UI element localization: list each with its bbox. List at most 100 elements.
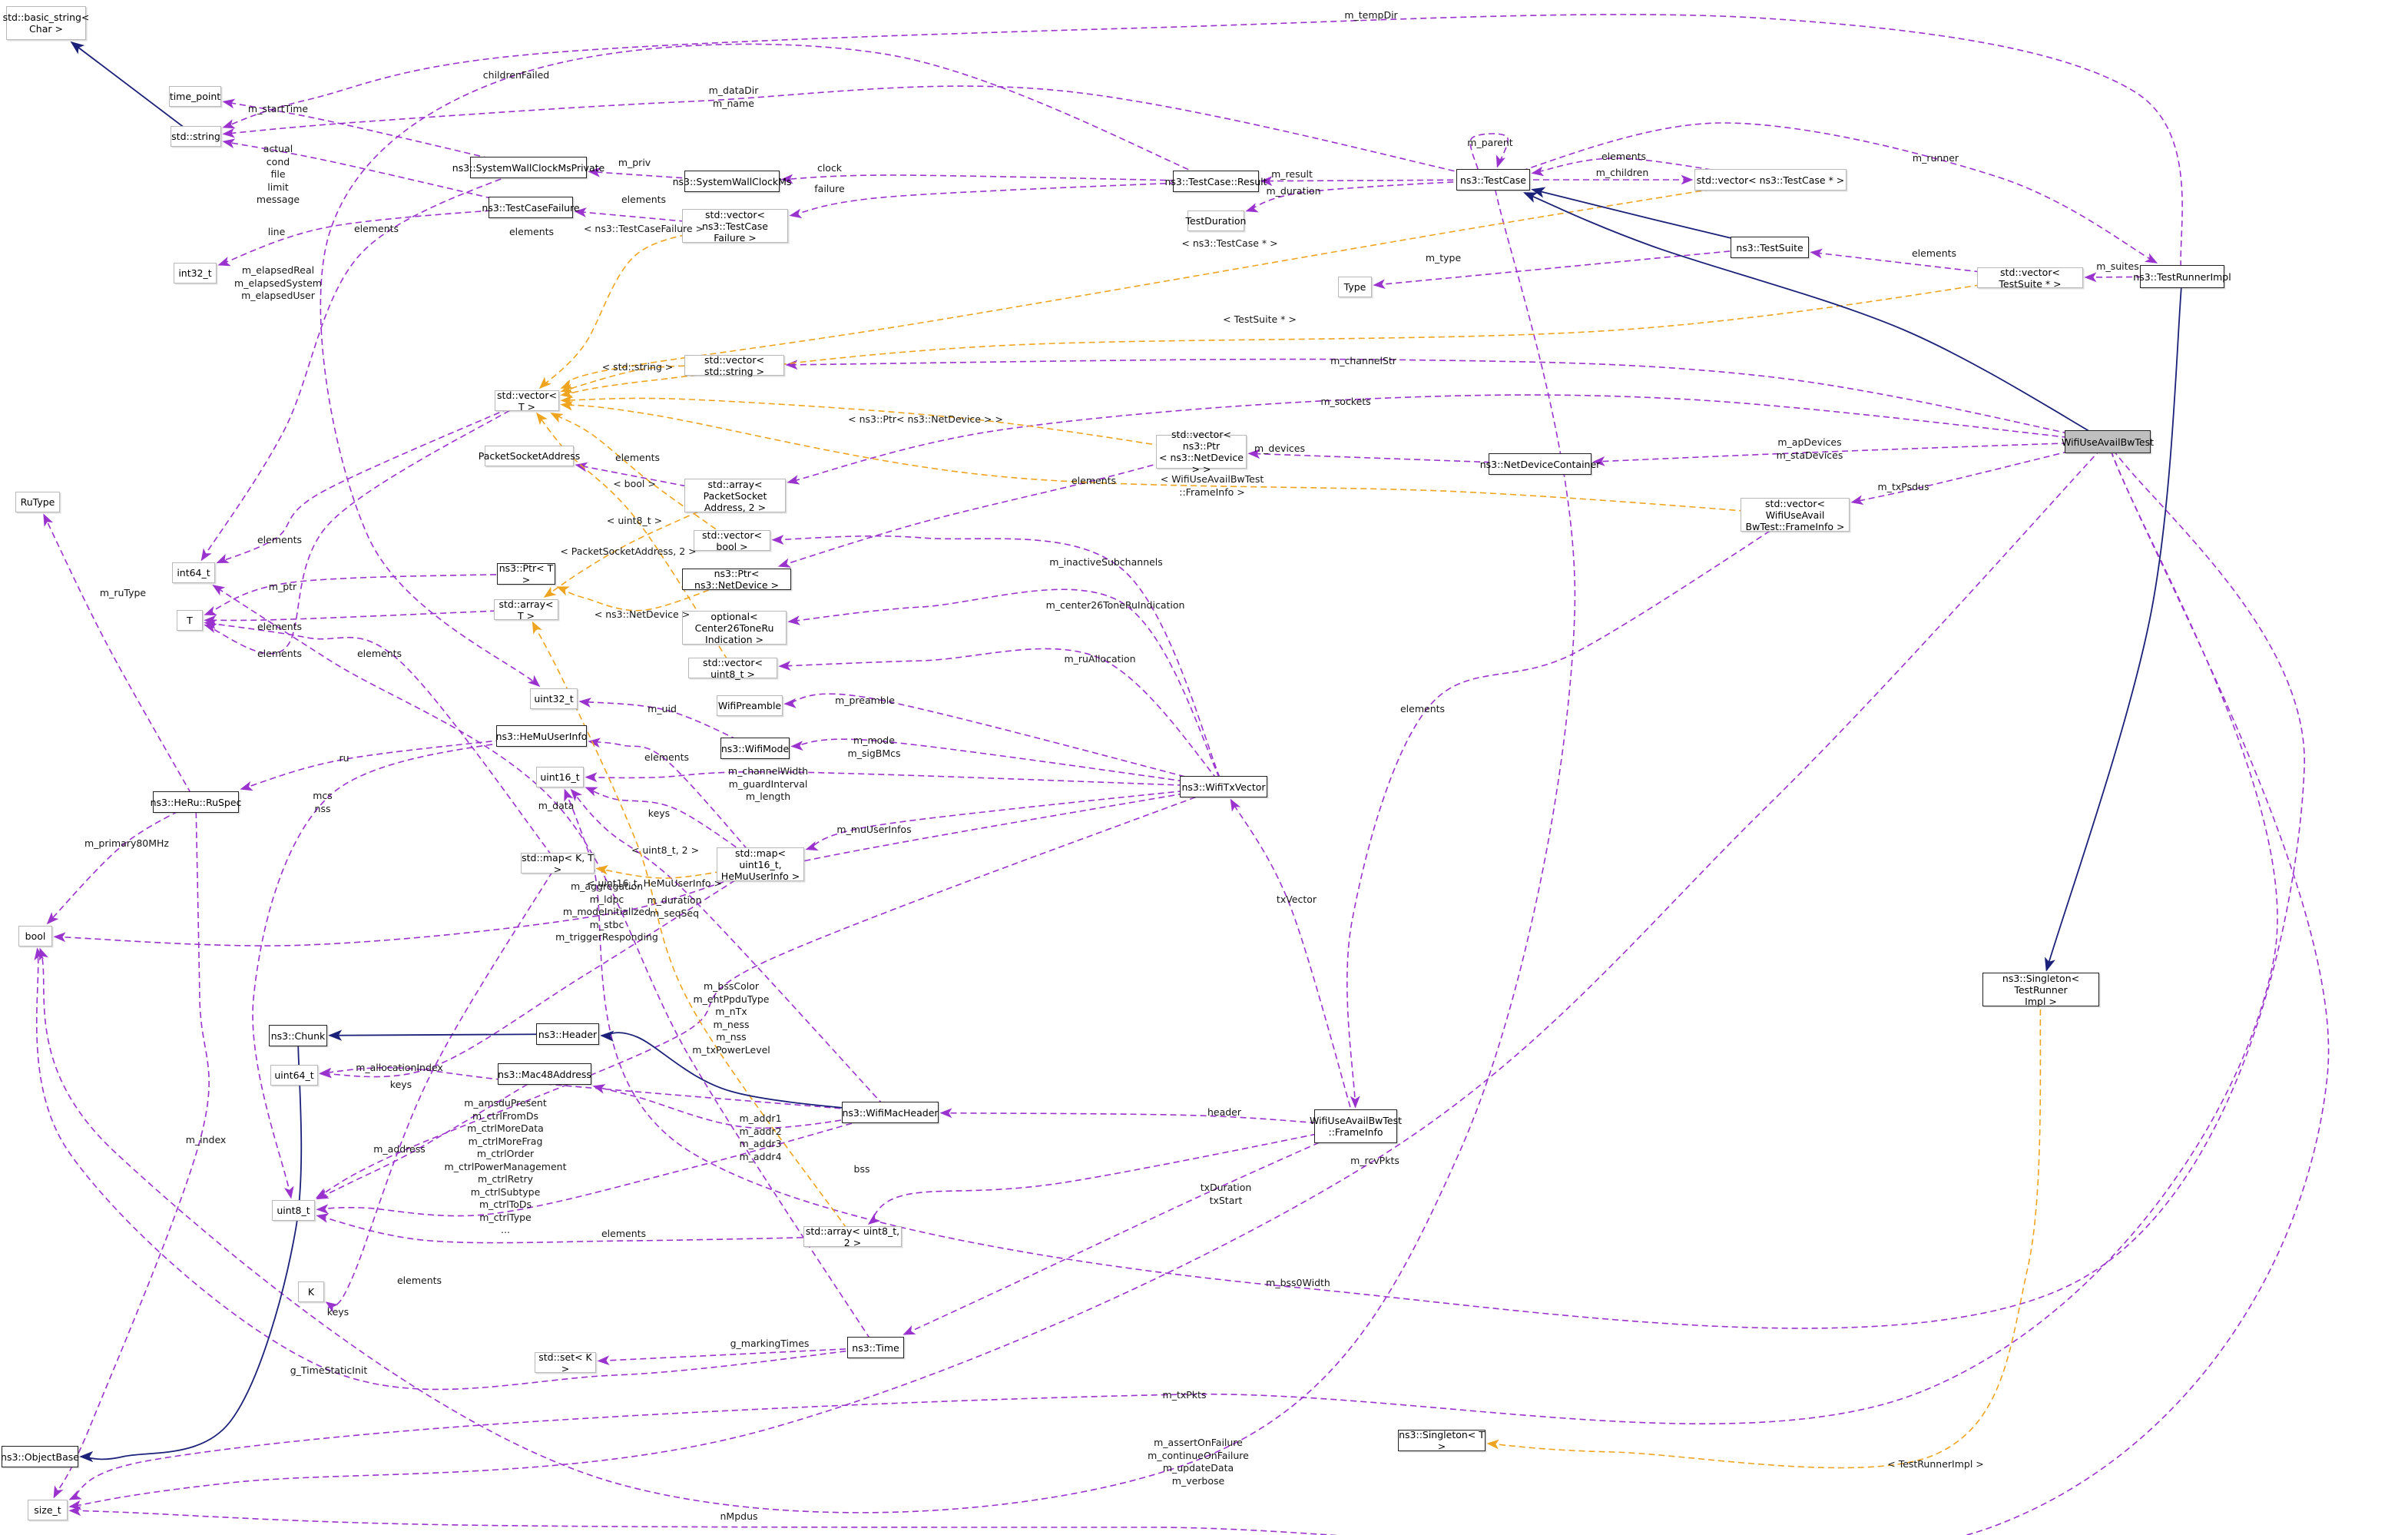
edge-label: actual cond file limit message [256,143,300,205]
node-u32: uint32_t [530,688,578,709]
edge-label: elements [1071,475,1117,486]
node-tdur: TestDuration [1186,211,1246,231]
node-singT[interactable]: ns3::Singleton< T > [1398,1429,1486,1452]
edge-label: m_primary80MHz [84,837,169,849]
edge-ruspec-bool [46,801,197,925]
node-txv[interactable]: ns3::WifiTxVector [1180,776,1267,797]
edge-label: m_txPkts [1162,1389,1207,1401]
node-K: K [298,1281,324,1302]
edge-vtcp-vecT [560,179,1771,390]
edge-label: < uint8_t, 2 > [631,844,700,856]
node-vpnd: std::vector< ns3::Ptr < ns3::NetDevice >… [1156,429,1247,475]
edge-wmh-u8 [316,1112,891,1217]
edge-mapu16-u64 [319,864,761,1079]
node-wmh[interactable]: ns3::WifiMacHeader [842,1102,939,1123]
edge-ndc-vpnd [1247,449,1541,465]
node-vtsp: std::vector< TestSuite * > [1977,267,2083,290]
node-au82: std::array< uint8_t, 2 > [803,1225,902,1248]
edge-swcmsp-int64 [200,167,529,562]
edge-label: m_parent [1467,137,1513,148]
edge-label: m_uid [648,703,677,714]
edge-vfi-fi [1346,514,1796,1109]
node-szt: size_t [28,1500,68,1520]
node-chunk[interactable]: ns3::Chunk [269,1025,327,1046]
edge-label: m_children [1595,167,1649,178]
node-apsa: std::array< PacketSocket Address, 2 > [684,479,786,513]
edge-arrT-T [204,608,527,625]
edge-tc-bool [39,179,1576,1513]
edge-label: m_preamble [835,695,895,706]
node-mac[interactable]: ns3::Mac48Address [498,1063,591,1085]
edge-txv-mapu16 [805,786,1224,851]
edge-label: elements [257,648,303,659]
edge-label: m_inactiveSubchannels [1049,556,1163,568]
node-vtcf: std::vector< ns3::TestCase Failure > [682,209,788,244]
edge-ruspec-szt [53,801,210,1499]
node-tcfail[interactable]: ns3::TestCaseFailure [482,197,580,218]
edge-label: m_muUserInfos [836,824,912,835]
node-singTRI[interactable]: ns3::Singleton< TestRunner Impl > [1982,973,2099,1007]
edge-label: < ns3::TestCaseFailure > [583,223,704,234]
node-time[interactable]: ns3::Time [847,1337,904,1358]
edge-label: m_ruType [99,587,147,598]
edge-label: m_result [1271,168,1313,180]
edge-mapkt-K [325,863,558,1313]
edge-tcres-vtcf [789,181,1217,219]
edge-label: m_index [185,1134,227,1145]
node-int64: int64_t [172,562,215,583]
edge-tc-std_string [222,85,1494,181]
node-fi[interactable]: WifiUseAvailBwTest ::FrameInfo [1310,1109,1402,1143]
node-wmode[interactable]: ns3::WifiMode [720,738,790,759]
node-tri[interactable]: ns3::TestRunnerImpl [2133,265,2231,288]
edge-label: mcs nss [313,790,333,814]
node-ruspec[interactable]: ns3::HeRu::RuSpec [151,791,241,813]
edge-label: keys [389,1079,412,1090]
node-vfi: std::vector< WifiUseAvail BwTest::FrameI… [1741,498,1850,532]
node-ob[interactable]: ns3::ObjectBase [1,1446,79,1467]
edge-mapu16-hemu [588,738,761,865]
node-swcmsp[interactable]: ns3::SystemWallClockMsPrivate [452,157,604,178]
node-tcres[interactable]: ns3::TestCase::Result [1164,171,1267,192]
edge-vtcf-tcfail [574,207,736,227]
node-tsuite[interactable]: ns3::TestSuite [1731,237,1809,258]
edge-time-setk [597,1347,876,1366]
edge-label: m_mode m_sigBMcs [847,734,901,759]
node-u16: uint16_t [536,767,584,787]
edge-label: m_startTime [247,103,309,114]
node-hemu[interactable]: ns3::HeMuUserInfo [496,725,587,747]
node-pnd[interactable]: ns3::Ptr< ns3::NetDevice > [682,568,791,591]
node-vtcp: std::vector< ns3::TestCase * > [1694,169,1847,191]
edge-vtsp-vecT [560,277,2031,399]
edge-tc-tcres [1260,176,1494,186]
node-mapu16: std::map< uint16_t, HeMuUserInfo > [717,847,804,882]
edge-label: < ns3::Ptr< ns3::NetDevice > > [848,413,1003,425]
node-hdr[interactable]: ns3::Header [536,1023,599,1045]
edge-label: m_priv [618,157,651,168]
node-ptrT[interactable]: ns3::Ptr< T > [497,562,555,585]
edge-main-u16 [564,441,2305,1329]
node-setk: std::set< K > [535,1351,596,1374]
edge-label: failure [814,183,845,194]
edge-label: m_center26ToneRuIndication [1045,599,1185,611]
node-mapkt: std::map< K, T > [521,851,595,875]
edge-txv-vu8 [778,648,1224,787]
edge-label: < WifiUseAvailBwTest ::FrameInfo > [1160,473,1264,498]
edge-main-apsa [787,394,2108,485]
edge-tri-std_string [222,14,2183,277]
edge-label: m_data [538,800,575,811]
node-bool: bool [18,926,52,947]
edge-txv-u16 [585,771,1224,787]
edge-label: nMpdus [720,1510,758,1522]
node-swcms[interactable]: ns3::SystemWallClockMs [673,171,791,192]
edge-label: clock [816,162,843,174]
edge-txv-vbool [771,535,1224,787]
edge-txv-bool [53,786,1224,947]
node-ndc[interactable]: ns3::NetDeviceContainer [1480,453,1600,475]
edge-label: m_dataDir m_name [708,85,759,109]
edge-tcres-u32 [320,43,1217,688]
edge-label: keys [326,1306,349,1318]
node-tc[interactable]: ns3::TestCase [1456,169,1530,191]
node-std_string: std::string [171,126,221,147]
edge-label: elements [257,621,303,632]
